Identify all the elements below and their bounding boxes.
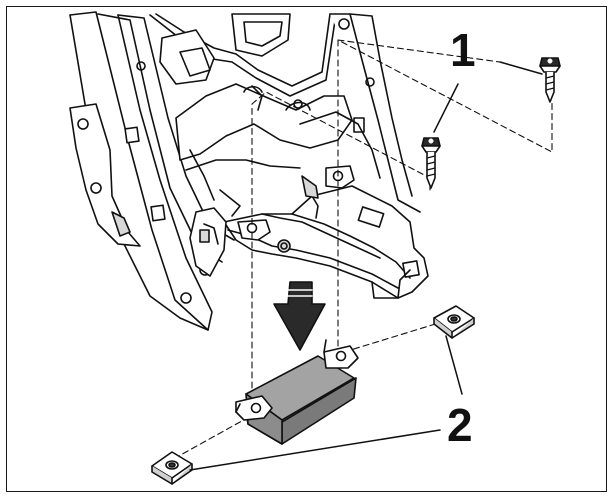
callout-label-1: 1 xyxy=(450,24,476,76)
mounting-bracket xyxy=(69,11,429,331)
torx-screw-icon xyxy=(421,137,441,189)
leader-1a xyxy=(433,83,459,133)
callout-leaders xyxy=(189,61,543,471)
assembly-guide-lines xyxy=(167,39,553,463)
leader-2a xyxy=(445,335,463,395)
clip-nut-icon xyxy=(151,451,193,485)
clip-nut-icon xyxy=(433,305,475,339)
callout-label-2: 2 xyxy=(447,399,473,451)
leader-2b xyxy=(189,429,441,471)
leader-1b xyxy=(499,61,543,75)
torx-screw-icon xyxy=(539,57,561,103)
arrow-down-icon xyxy=(273,281,326,351)
control-module xyxy=(235,339,359,445)
